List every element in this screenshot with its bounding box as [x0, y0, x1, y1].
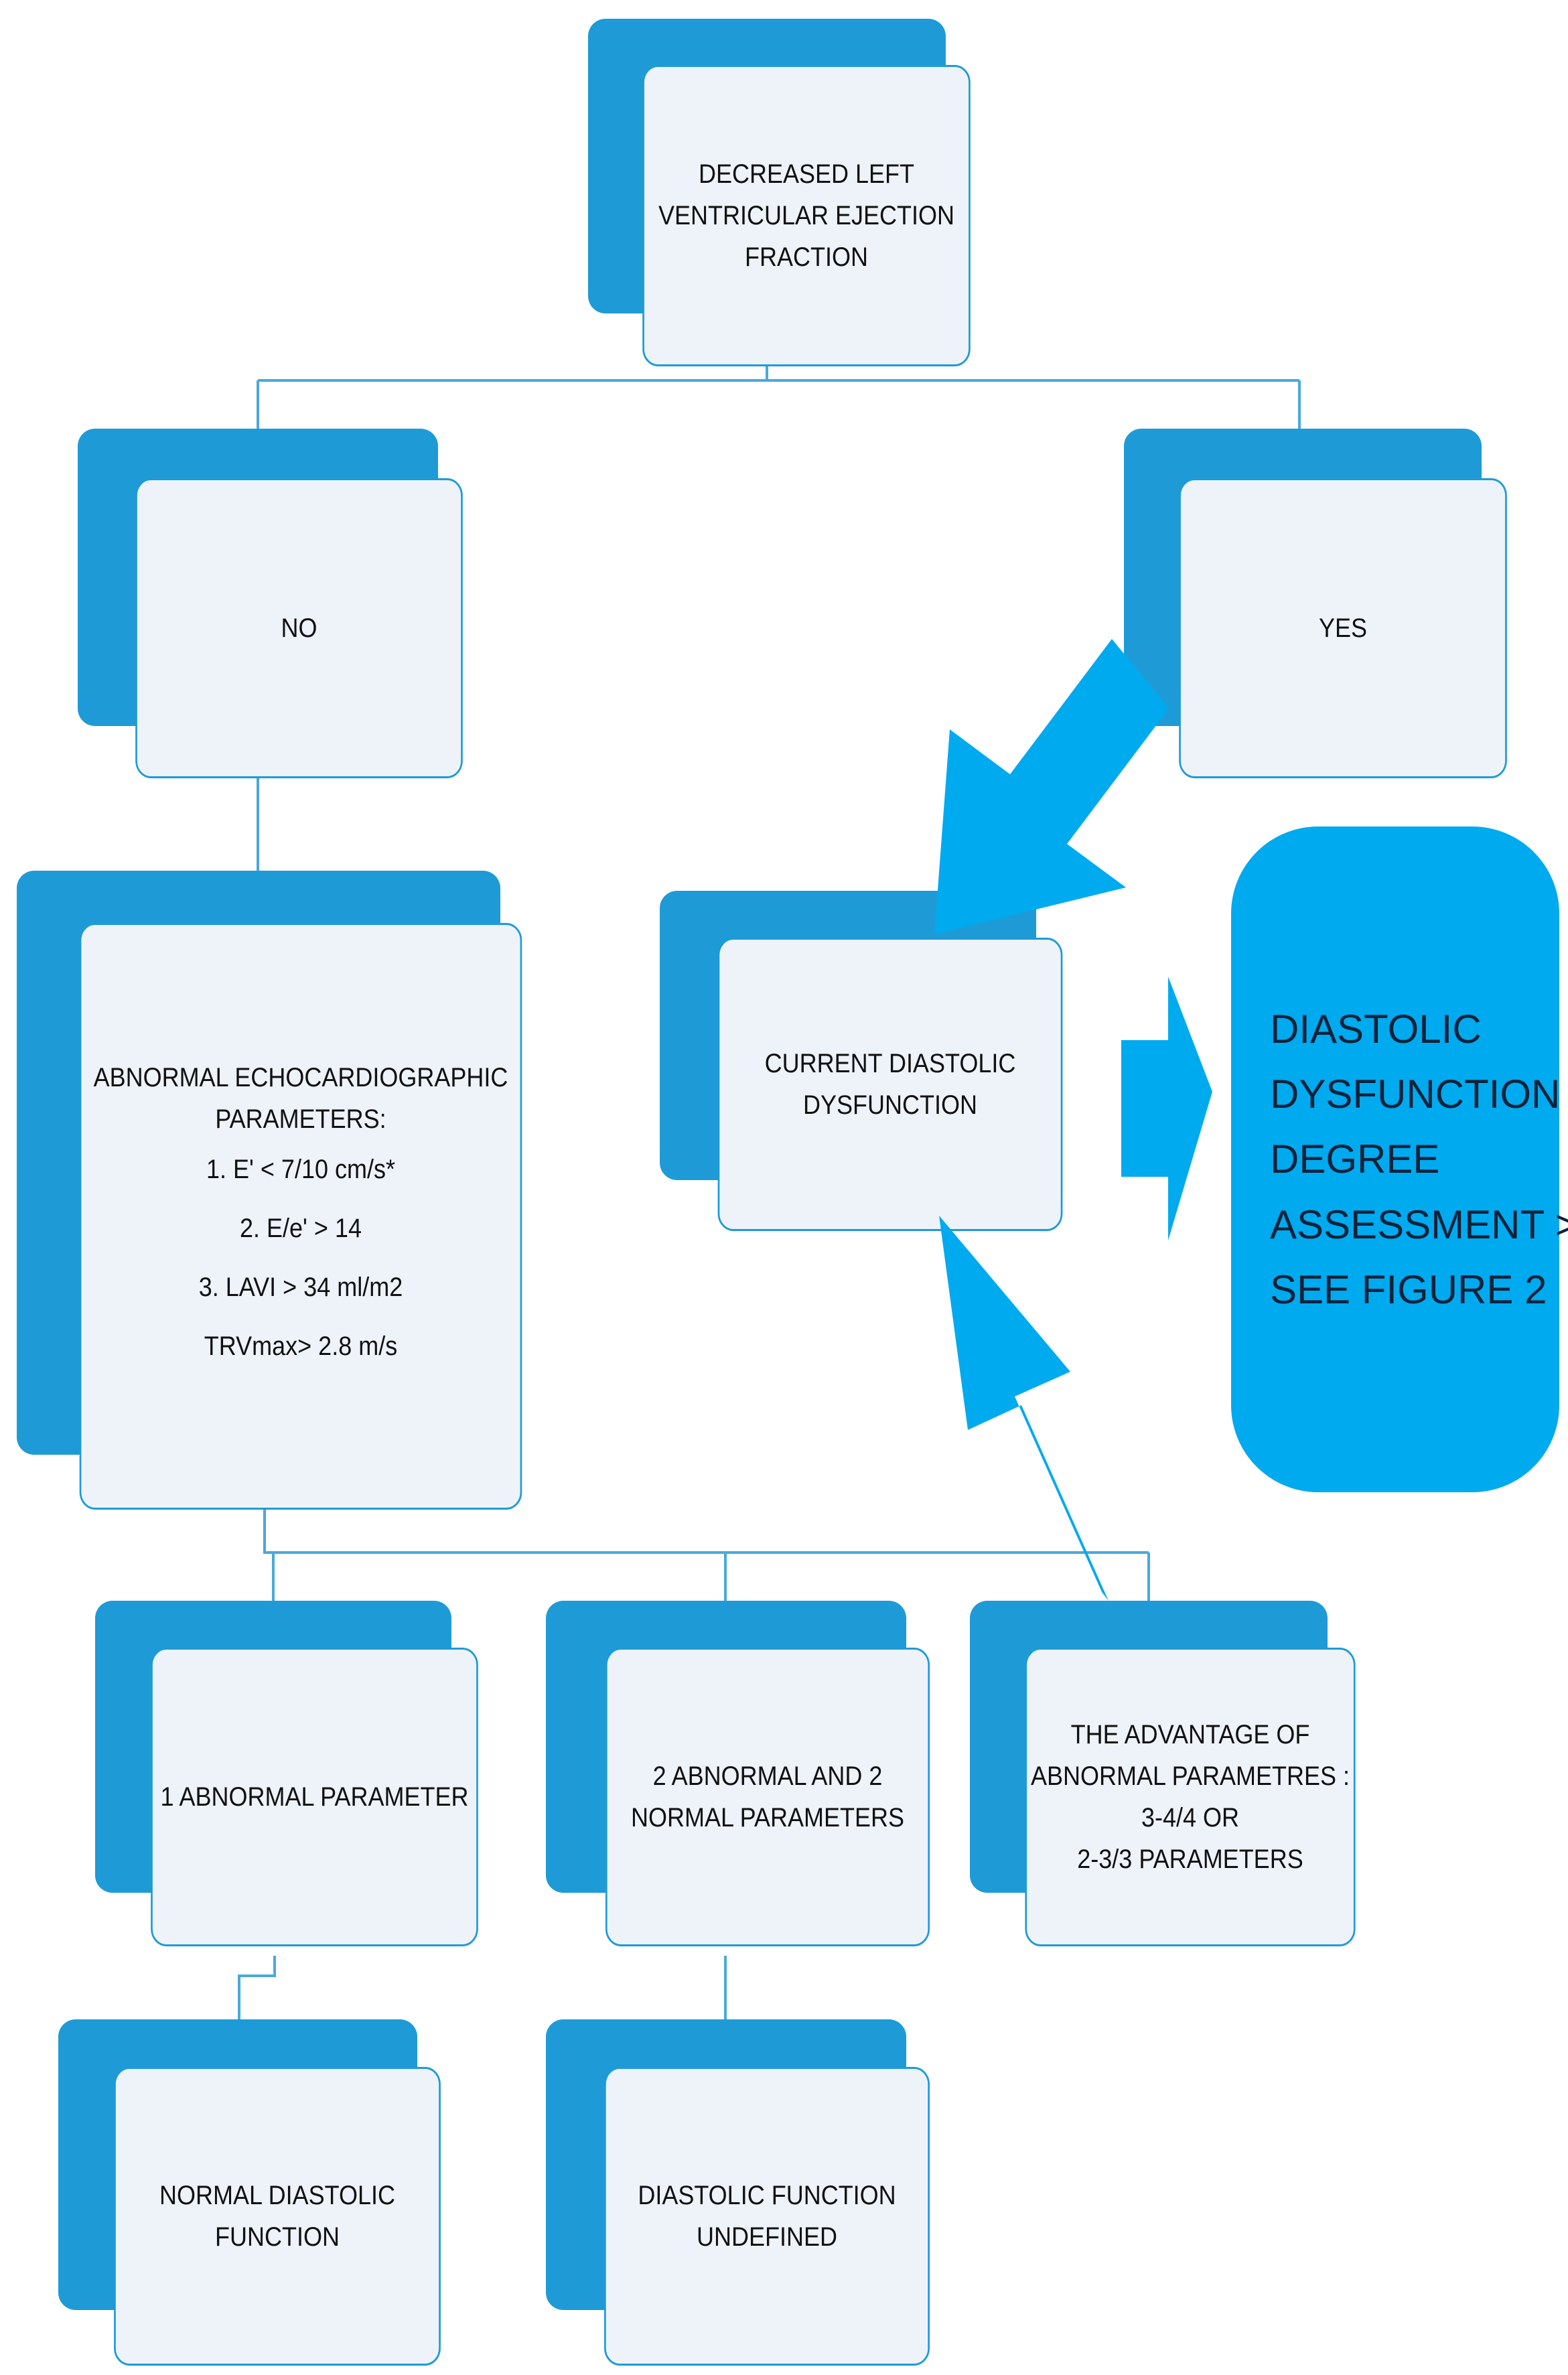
- criteria-item: 1. E' < 7/10 cm/s*: [206, 1155, 396, 1184]
- connector-root-branch: [257, 365, 1301, 429]
- two-abnormal-line: NORMAL PARAMETERS: [630, 1803, 905, 1832]
- current-line: DYSFUNCTION: [802, 1090, 977, 1120]
- advantage-line: 3-4/4 OR: [1141, 1803, 1240, 1832]
- advantage-line: THE ADVANTAGE OF: [1070, 1720, 1310, 1749]
- final-line: ASSESSMENT >: [1270, 1202, 1568, 1247]
- root-line: DECREASED LEFT: [698, 159, 915, 189]
- one-abnormal-box: 1 ABNORMAL PARAMETER: [151, 1648, 478, 1946]
- normal-line: NORMAL DIASTOLIC: [159, 2181, 396, 2210]
- no-box: NO: [135, 478, 463, 778]
- final-line: DYSFUNCTION: [1270, 1072, 1561, 1117]
- undefined-line: DIASTOLIC FUNCTION: [638, 2181, 896, 2210]
- criteria-item: 2. E/e' > 14: [239, 1214, 362, 1243]
- criteria-title: PARAMETERS:: [215, 1104, 386, 1134]
- final-line: DEGREE: [1270, 1137, 1440, 1182]
- root-line: FRACTION: [745, 242, 868, 272]
- yes-label: YES: [1318, 614, 1368, 643]
- yes-box: YES: [1179, 478, 1507, 778]
- final-line: SEE FIGURE 2: [1270, 1267, 1547, 1312]
- criteria-item: TRVmax> 2.8 m/s: [204, 1332, 398, 1361]
- undefined-line: UNDEFINED: [696, 2222, 838, 2252]
- normal-line: FUNCTION: [215, 2222, 340, 2252]
- final-line: DIASTOLIC: [1270, 1007, 1482, 1052]
- connector-one-normal: [238, 1956, 276, 2019]
- one-abnormal-label: 1 ABNORMAL PARAMETER: [160, 1782, 469, 1812]
- two-abnormal-line: 2 ABNORMAL AND 2: [652, 1761, 883, 1791]
- two-abnormal-box: 2 ABNORMAL AND 2 NORMAL PARAMETERS: [605, 1648, 930, 1946]
- criteria-title: ABNORMAL ECHOCARDIOGRAPHIC: [93, 1063, 508, 1092]
- current-box: CURRENT DIASTOLIC DYSFUNCTION: [717, 938, 1063, 1231]
- no-label: NO: [281, 614, 317, 643]
- root-box: DECREASED LEFT VENTRICULAR EJECTION FRAC…: [642, 65, 971, 366]
- criteria-box: ABNORMAL ECHOCARDIOGRAPHIC PARAMETERS: 1…: [79, 923, 522, 1510]
- normal-box: NORMAL DIASTOLIC FUNCTION: [114, 2067, 441, 2366]
- connector-criteria-branch: [263, 1504, 1150, 1601]
- advantage-line: ABNORMAL PARAMETRES :: [1030, 1761, 1350, 1791]
- root-line: VENTRICULAR EJECTION: [658, 201, 955, 230]
- current-line: CURRENT DIASTOLIC: [764, 1049, 1016, 1078]
- arrow-current-to-final: [1121, 977, 1212, 1240]
- degree-assessment-box: DIASTOLIC DYSFUNCTION DEGREE ASSESSMENT …: [1231, 826, 1568, 1492]
- advantage-line: 2-3/3 PARAMETERS: [1077, 1845, 1303, 1874]
- arrow-advantage-to-current: [939, 1216, 1109, 1601]
- undefined-box: DIASTOLIC FUNCTION UNDEFINED: [604, 2067, 930, 2366]
- advantage-box: THE ADVANTAGE OF ABNORMAL PARAMETRES : 3…: [1025, 1648, 1356, 1946]
- arrow-yes-to-current: [934, 639, 1169, 934]
- criteria-item: 3. LAVI > 34 ml/m2: [198, 1273, 403, 1302]
